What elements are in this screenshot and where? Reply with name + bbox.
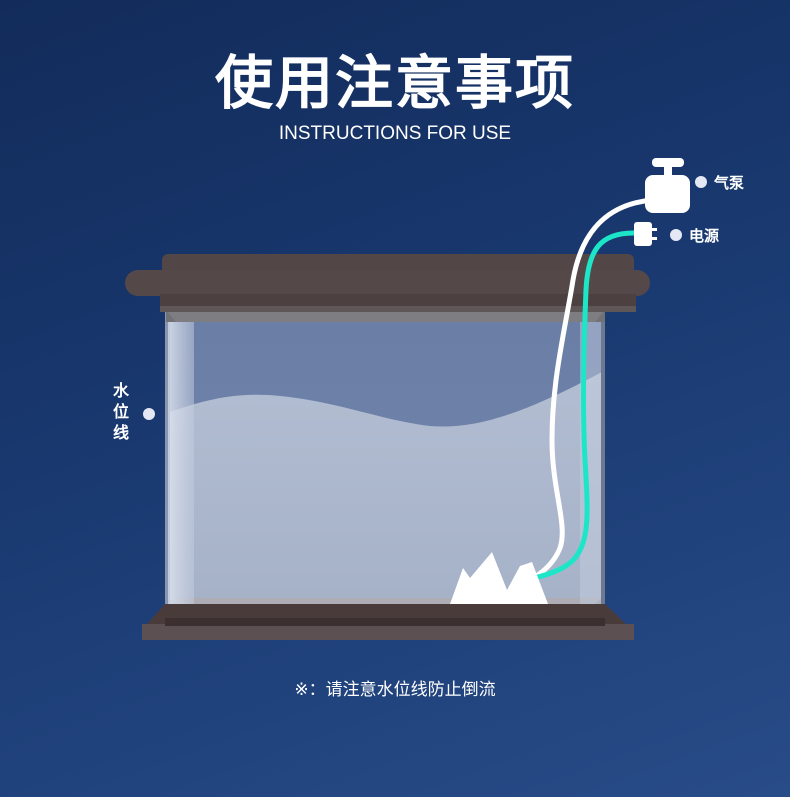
water-level-label: 水 位 线 bbox=[110, 380, 132, 443]
water-level-marker-dot bbox=[143, 408, 155, 420]
power-marker-dot bbox=[670, 229, 682, 241]
tank-lid bbox=[125, 254, 650, 312]
water-level-char: 水 bbox=[112, 381, 129, 400]
tank-base bbox=[142, 604, 634, 640]
power-cable bbox=[522, 230, 639, 583]
air-tube bbox=[517, 197, 655, 588]
air-pump-marker-dot bbox=[695, 176, 707, 188]
water-surface bbox=[170, 372, 602, 600]
page-title: 使用注意事项 bbox=[214, 49, 575, 117]
air-pump-label: 气泵 bbox=[714, 174, 745, 192]
water-level-char: 位 bbox=[112, 402, 129, 421]
power-label: 电源 bbox=[689, 227, 720, 245]
air-pump-icon bbox=[645, 158, 690, 213]
page-subtitle: INSTRUCTIONS FOR USE bbox=[278, 123, 512, 144]
footer-note: ※：请注意水位线防止倒流 bbox=[294, 680, 496, 700]
rock-decoration-icon bbox=[450, 552, 548, 604]
water-level-char: 线 bbox=[112, 423, 129, 442]
power-plug-icon bbox=[634, 222, 657, 246]
